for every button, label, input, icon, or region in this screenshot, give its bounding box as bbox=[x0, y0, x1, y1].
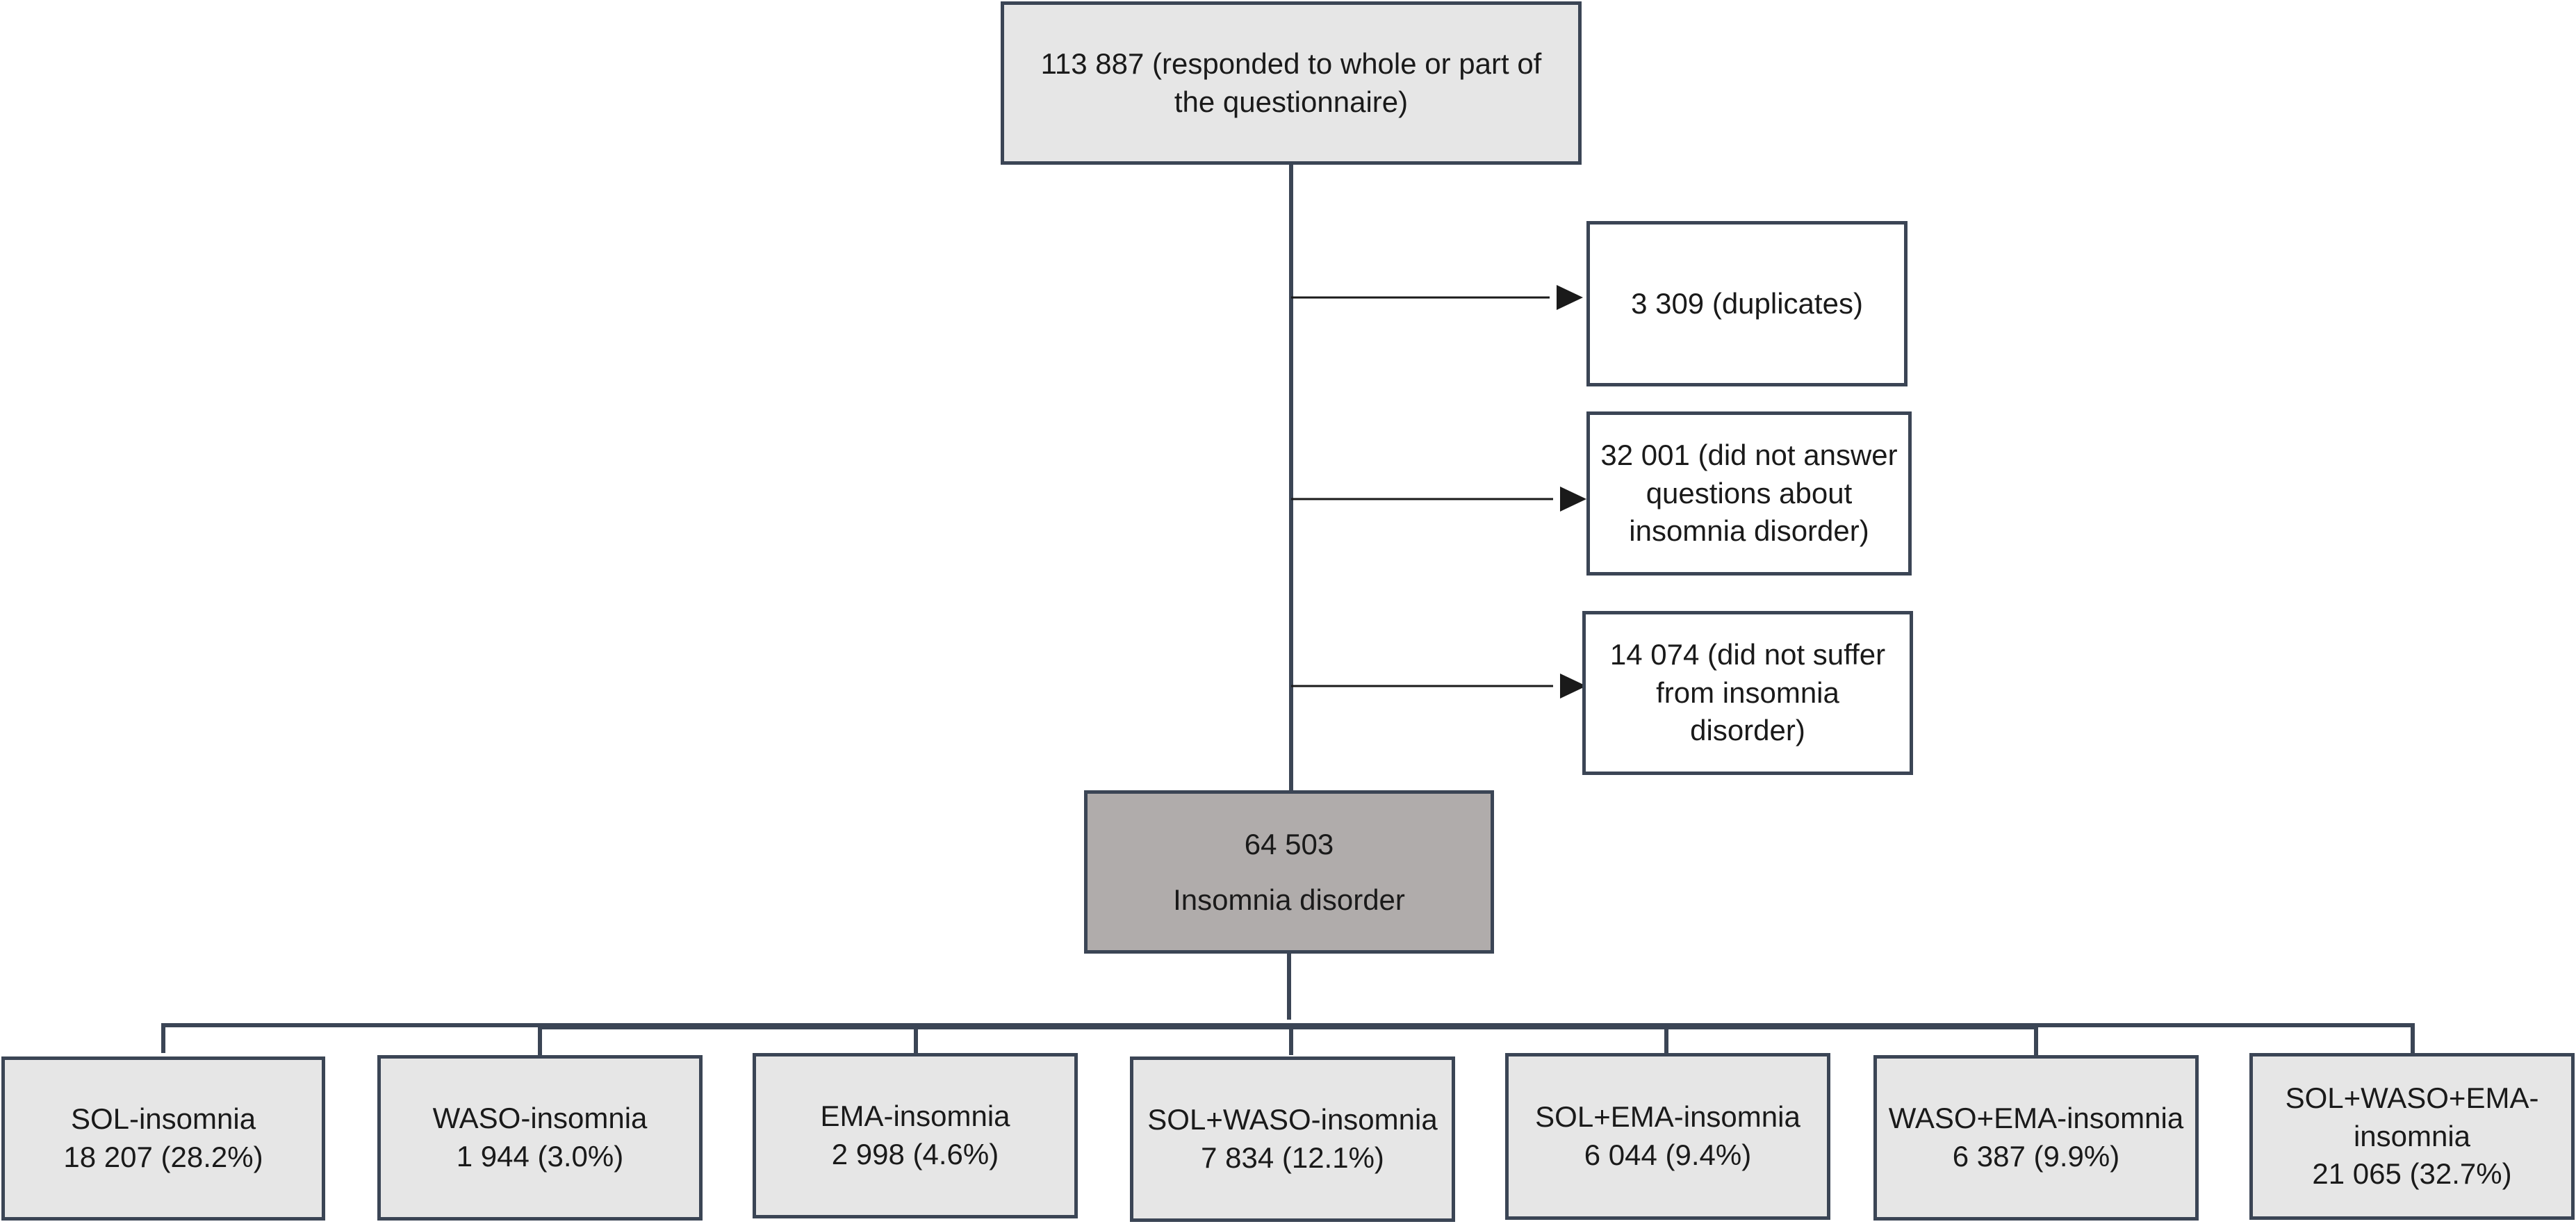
subtype-box-waso-ema: WASO+EMA-insomnia 6 387 (9.9%) bbox=[1873, 1055, 2199, 1221]
total-respondents-line2: the questionnaire) bbox=[1174, 85, 1409, 118]
subtype-label: SOL-insomnia bbox=[70, 1102, 256, 1136]
subtype-value: 6 044 (9.4%) bbox=[1584, 1139, 1752, 1171]
exclusion-box-no-insomnia: 14 074 (did not suffer from insomnia dis… bbox=[1582, 611, 1913, 775]
exclusion-text: 3 309 (duplicates) bbox=[1631, 286, 1863, 320]
exclusion-arrow-1 bbox=[1291, 285, 1583, 310]
subtype-label: insomnia bbox=[2353, 1119, 2471, 1152]
total-respondents-line1: 113 887 (responded to whole or part of bbox=[1040, 47, 1542, 80]
exclusion-text: disorder) bbox=[1690, 714, 1805, 747]
subtype-label: SOL+WASO+EMA- bbox=[2285, 1082, 2539, 1115]
subtype-label: WASO+EMA-insomnia bbox=[1888, 1102, 2184, 1135]
exclusion-text: questions about bbox=[1646, 476, 1853, 509]
subtype-value: 7 834 (12.1%) bbox=[1201, 1141, 1384, 1174]
exclusion-arrow-2 bbox=[1291, 487, 1586, 512]
insomnia-disorder-count: 64 503 bbox=[1244, 827, 1334, 860]
subtype-label: EMA-insomnia bbox=[820, 1100, 1010, 1133]
exclusion-text: 32 001 (did not answer bbox=[1600, 439, 1898, 472]
subtype-value: 6 387 (9.9%) bbox=[1952, 1140, 2120, 1173]
total-respondents-box: 113 887 (responded to whole or part of t… bbox=[1001, 1, 1582, 165]
exclusion-text: 14 074 (did not suffer bbox=[1609, 638, 1886, 671]
subtype-value: 2 998 (4.6%) bbox=[831, 1138, 999, 1170]
subtype-value: 1 944 (3.0%) bbox=[456, 1140, 624, 1173]
subtype-label: SOL+WASO-insomnia bbox=[1147, 1103, 1438, 1136]
subtype-value: 21 065 (32.7%) bbox=[2312, 1157, 2512, 1191]
subtype-box-sol: SOL-insomnia 18 207 (28.2%) bbox=[1, 1056, 325, 1221]
subtype-box-waso: WASO-insomnia 1 944 (3.0%) bbox=[377, 1055, 703, 1221]
subtype-label: SOL+EMA-insomnia bbox=[1535, 1100, 1800, 1134]
subtype-value: 18 207 (28.2%) bbox=[63, 1141, 263, 1173]
subtype-box-sol-waso-ema: SOL+WASO+EMA- insomnia 21 065 (32.7%) bbox=[2249, 1053, 2575, 1220]
subtype-box-sol-ema: SOL+EMA-insomnia 6 044 (9.4%) bbox=[1505, 1053, 1830, 1220]
subtype-label: WASO-insomnia bbox=[432, 1102, 648, 1135]
exclusion-arrow-3 bbox=[1291, 674, 1586, 699]
subtype-box-sol-waso: SOL+WASO-insomnia 7 834 (12.1%) bbox=[1130, 1056, 1455, 1222]
subtype-box-ema: EMA-insomnia 2 998 (4.6%) bbox=[753, 1053, 1078, 1218]
exclusion-box-duplicates: 3 309 (duplicates) bbox=[1586, 221, 1908, 386]
exclusion-box-no-answer: 32 001 (did not answer questions about i… bbox=[1586, 411, 1912, 576]
insomnia-disorder-label: Insomnia disorder bbox=[1173, 883, 1405, 916]
exclusion-text: from insomnia bbox=[1656, 676, 1839, 709]
insomnia-disorder-box: 64 503 Insomnia disorder bbox=[1084, 790, 1494, 954]
exclusion-text: insomnia disorder) bbox=[1629, 514, 1869, 548]
